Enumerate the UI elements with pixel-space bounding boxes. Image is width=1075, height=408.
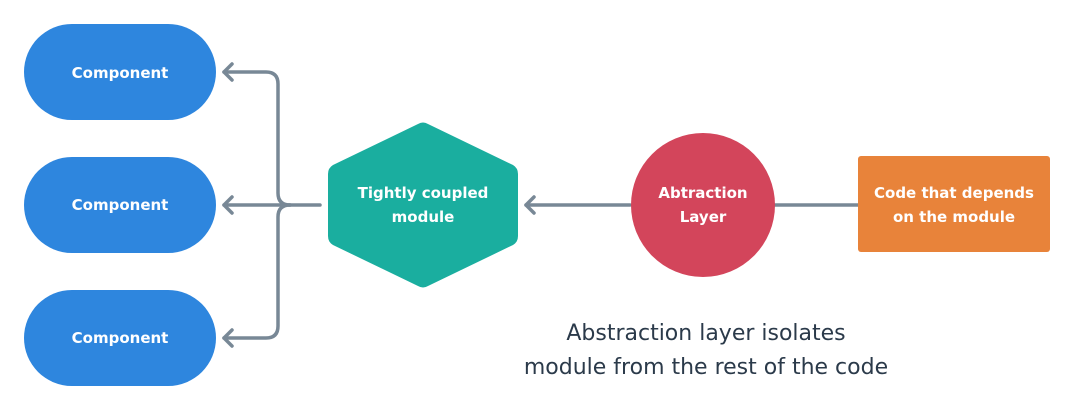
- dependent-code-node: Code that depends on the module: [858, 156, 1050, 252]
- component-shape-2: [24, 157, 216, 253]
- caption-line1: Abstraction layer isolates: [566, 321, 845, 346]
- module-hexagon: [328, 122, 518, 288]
- arrowhead-top: [222, 62, 234, 82]
- connector-branch-bottom: [222, 203, 292, 340]
- component-node-2: Component: [24, 157, 216, 253]
- module-label-line1: Tightly coupled: [358, 184, 489, 202]
- component-label-3: Component: [72, 329, 169, 347]
- component-label-2: Component: [72, 196, 169, 214]
- abstraction-node: Abtraction Layer: [631, 133, 775, 277]
- component-shape-1: [24, 24, 216, 120]
- component-node-1: Component: [24, 24, 216, 120]
- arrowhead-module: [524, 195, 536, 215]
- caption: Abstraction layer isolates module from t…: [524, 321, 888, 380]
- abstraction-label-line2: Layer: [680, 208, 727, 226]
- connector-module-to-components: [222, 70, 322, 207]
- component-node-3: Component: [24, 290, 216, 386]
- abstraction-label-line1: Abtraction: [658, 184, 747, 202]
- abstraction-circle: [631, 133, 775, 277]
- arrowhead-middle: [222, 195, 234, 215]
- module-node: Tightly coupled module: [328, 122, 518, 288]
- arrowhead-bottom: [222, 328, 234, 348]
- dependent-code-label-line2: on the module: [893, 208, 1015, 226]
- dependent-code-box: [858, 156, 1050, 252]
- module-label-line2: module: [392, 208, 455, 226]
- component-shape-3: [24, 290, 216, 386]
- dependent-code-label-line1: Code that depends: [874, 184, 1034, 202]
- connectors: [222, 62, 860, 348]
- caption-line2: module from the rest of the code: [524, 355, 888, 380]
- component-label-1: Component: [72, 64, 169, 82]
